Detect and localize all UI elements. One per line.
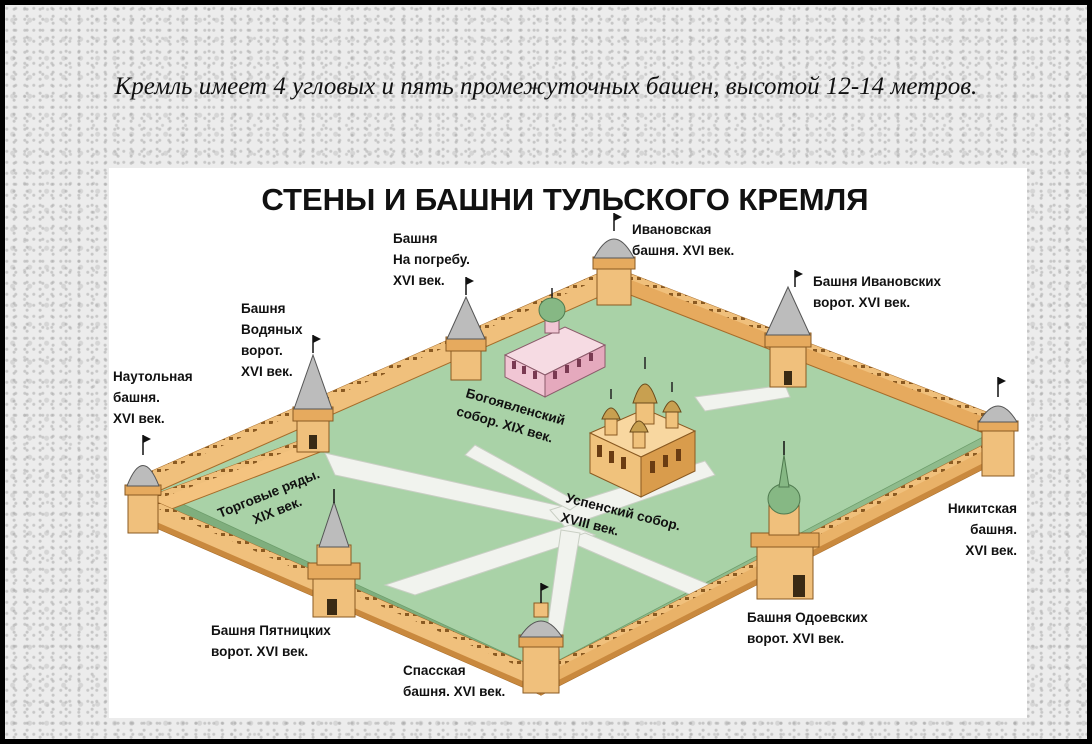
svg-text:Башня: Башня — [393, 231, 438, 246]
tower-odoevskikh-gate — [750, 441, 820, 600]
kremlin-diagram: СТЕНЫ И БАШНИ ТУЛЬСКОГО КРЕМЛЯ — [109, 168, 1027, 718]
uspensky-cathedral — [588, 357, 697, 498]
label-pyatnitskikh-gate-tower: Башня Пятницких ворот. XVI век. — [211, 623, 331, 659]
label-nikitskaya-tower: Никитская башня. XVI век. — [948, 501, 1017, 558]
page-frame: Кремль имеет 4 угловых и пять промежуточ… — [5, 5, 1087, 739]
tower-ivanovskaya — [592, 213, 636, 306]
svg-text:башня.: башня. — [113, 390, 160, 405]
label-nautolnaya-tower: Наутольная башня. XVI век. — [113, 369, 193, 426]
caption-text: Кремль имеет 4 угловых и пять промежуточ… — [114, 73, 978, 100]
tower-nikitskaya — [977, 377, 1019, 477]
kremlin-map: СТЕНЫ И БАШНИ ТУЛЬСКОГО КРЕМЛЯ — [113, 182, 1019, 699]
svg-text:XVI век.: XVI век. — [241, 364, 293, 379]
svg-text:XVI век.: XVI век. — [113, 411, 165, 426]
kremlin-paths — [324, 384, 791, 651]
svg-text:Башня Ивановских: Башня Ивановских — [813, 274, 942, 289]
label-ivanovskikh-gate-tower: Башня Ивановских ворот. XVI век. — [813, 274, 942, 310]
svg-text:ворот. XVI век.: ворот. XVI век. — [813, 295, 910, 310]
svg-text:Никитская: Никитская — [948, 501, 1017, 516]
svg-text:Башня Пятницких: Башня Пятницких — [211, 623, 331, 638]
svg-text:XVI век.: XVI век. — [965, 543, 1017, 558]
label-odoevskikh-gate-tower: Башня Одоевских ворот. XVI век. — [747, 610, 868, 646]
label-vodyanykh-tower: Башня Водяных ворот. XVI век. — [241, 301, 303, 379]
svg-text:башня.: башня. — [970, 522, 1017, 537]
svg-text:Спасская: Спасская — [403, 663, 466, 678]
svg-text:башня. XVI век.: башня. XVI век. — [403, 684, 505, 699]
svg-text:ворот. XVI век.: ворот. XVI век. — [747, 631, 844, 646]
svg-text:Башня: Башня — [241, 301, 286, 316]
label-spasskaya-tower: Спасская башня. XVI век. — [403, 663, 505, 699]
tower-vodyanykh-gate — [292, 335, 334, 453]
tower-nautolnaya — [124, 435, 162, 534]
svg-text:ворот.: ворот. — [241, 343, 283, 358]
tower-ivanovskikh-gate — [764, 270, 812, 388]
diagram-title: СТЕНЫ И БАШНИ ТУЛЬСКОГО КРЕМЛЯ — [261, 182, 868, 217]
tower-na-pogrebu — [445, 277, 487, 381]
svg-text:Водяных: Водяных — [241, 322, 303, 337]
svg-text:XVI век.: XVI век. — [393, 273, 445, 288]
wall-northwest-crenels — [143, 267, 613, 481]
bogoyavlensky-cathedral — [503, 288, 607, 398]
label-ivanovskaya-tower: Ивановская башня. XVI век. — [632, 222, 734, 258]
label-na-pogrebu-tower: Башня На погребу. XVI век. — [393, 231, 470, 288]
svg-text:Ивановская: Ивановская — [632, 222, 711, 237]
svg-text:башня. XVI век.: башня. XVI век. — [632, 243, 734, 258]
svg-text:ворот. XVI век.: ворот. XVI век. — [211, 644, 308, 659]
svg-text:Башня Одоевских: Башня Одоевских — [747, 610, 868, 625]
svg-text:На погребу.: На погребу. — [393, 252, 470, 267]
tower-spasskaya — [518, 583, 564, 694]
tower-pyatnitskikh-gate — [307, 489, 361, 618]
svg-text:Наутольная: Наутольная — [113, 369, 193, 384]
trading-rows-crenels — [153, 435, 315, 501]
